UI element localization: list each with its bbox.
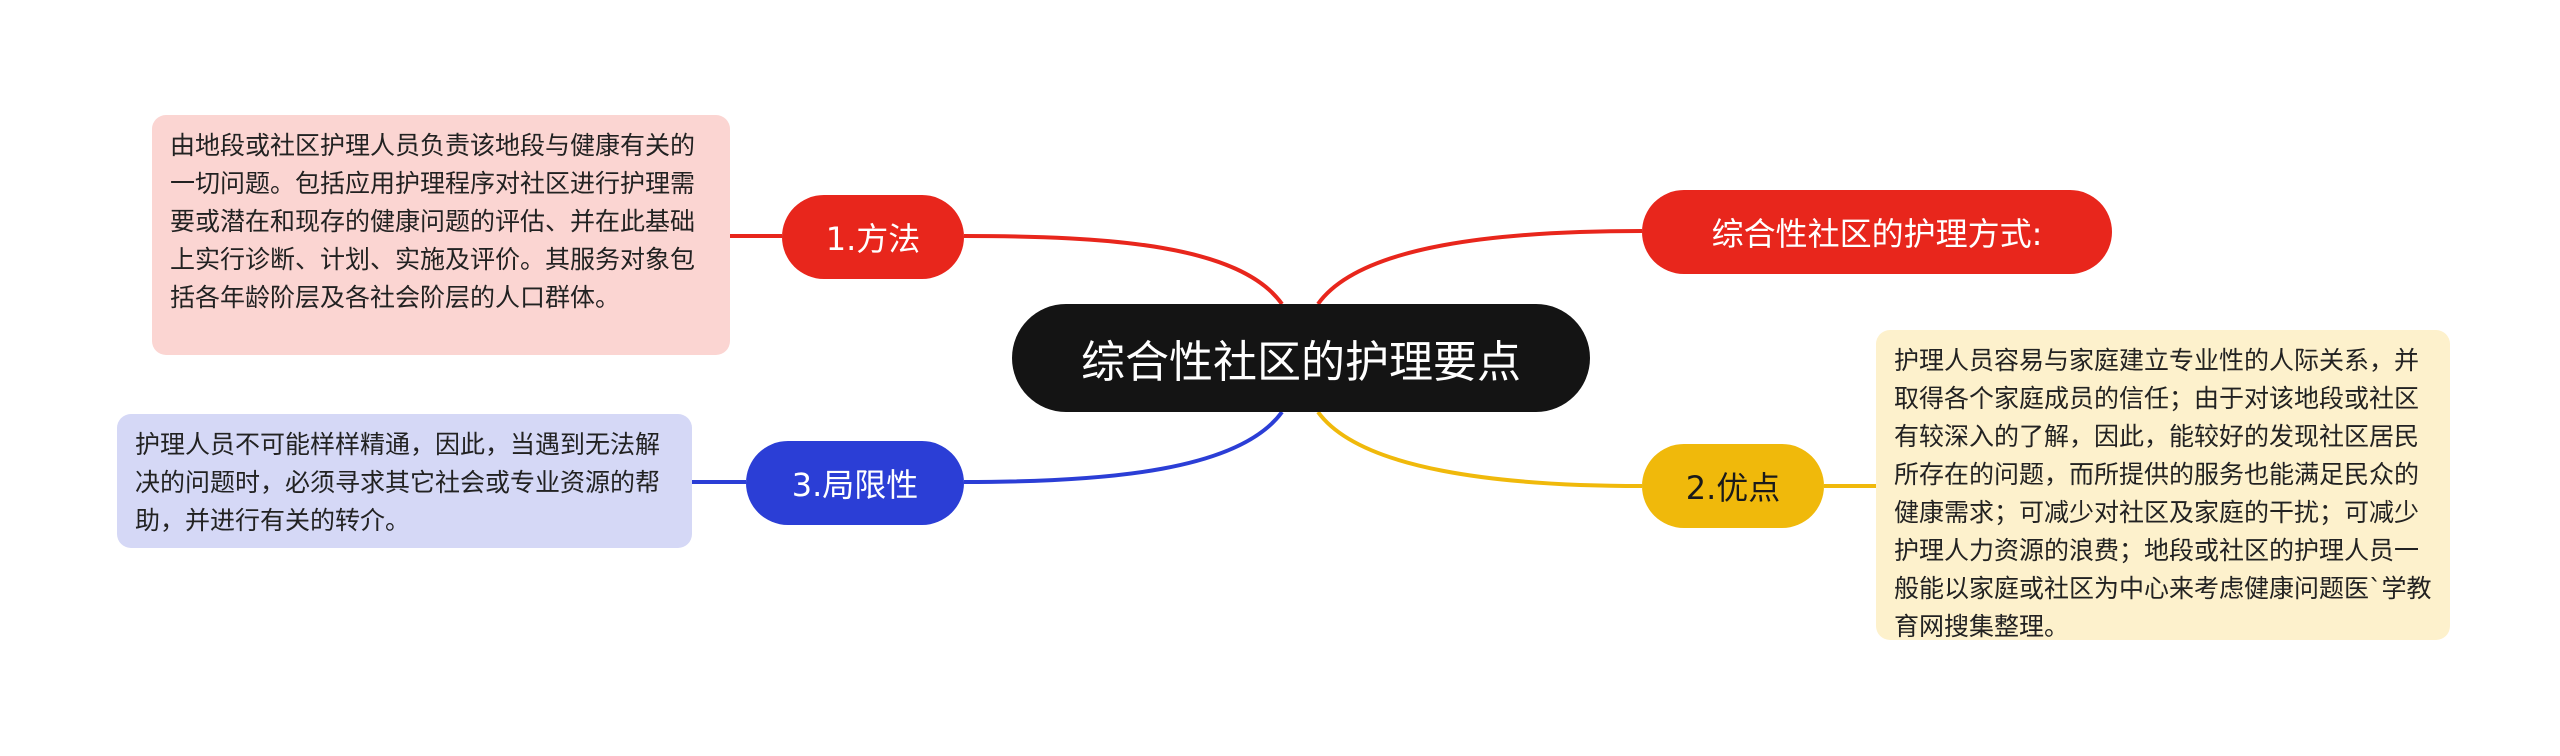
branch-care-mode[interactable]: 综合性社区的护理方式: xyxy=(1642,190,2112,274)
limitations-detail[interactable]: 护理人员不可能样样精通，因此，当遇到无法解决的问题时，必须寻求其它社会或专业资源… xyxy=(117,414,692,548)
connector-mode xyxy=(1316,229,1643,306)
branch-limitations[interactable]: 3.局限性 xyxy=(746,441,964,525)
branch-method[interactable]: 1.方法 xyxy=(782,195,964,279)
connector-limit xyxy=(963,410,1284,484)
method-detail[interactable]: 由地段或社区护理人员负责该地段与健康有关的一切问题。包括应用护理程序对社区进行护… xyxy=(152,115,730,355)
connector-method xyxy=(963,234,1284,306)
branch-advantages[interactable]: 2.优点 xyxy=(1642,444,1824,528)
advantages-detail[interactable]: 护理人员容易与家庭建立专业性的人际关系，并取得各个家庭成员的信任；由于对该地段或… xyxy=(1876,330,2450,641)
connector-advantage xyxy=(1316,410,1643,488)
central-topic[interactable]: 综合性社区的护理要点 xyxy=(1012,304,1590,412)
